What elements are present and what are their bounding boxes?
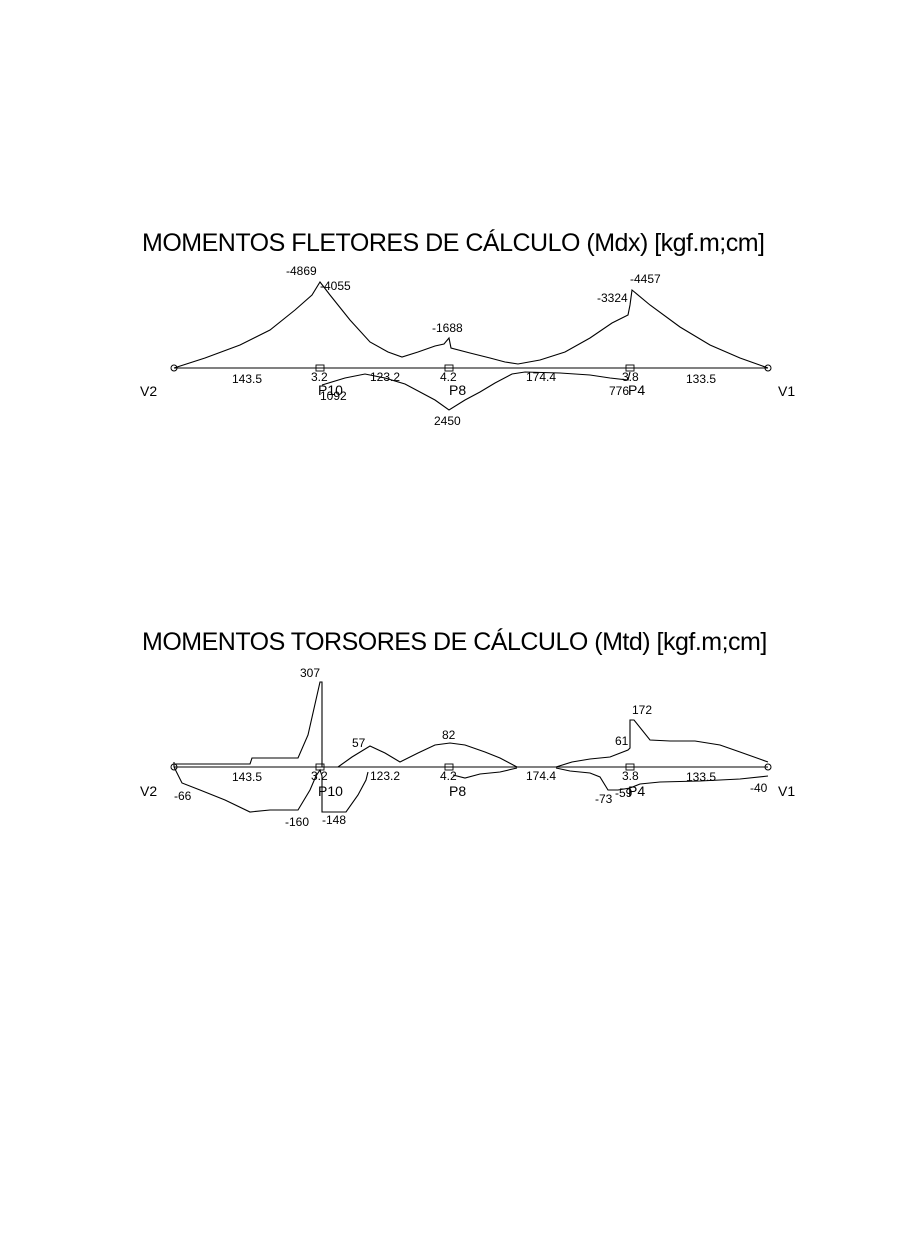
support-label: P4 — [628, 382, 645, 398]
support-marker — [625, 763, 635, 771]
span-length: 133.5 — [686, 770, 716, 784]
span-length: 4.2 — [440, 769, 457, 783]
moment-value: -1688 — [432, 321, 463, 335]
support-label: P8 — [449, 382, 466, 398]
beam-end-node — [764, 763, 772, 771]
span-length: 4.2 — [440, 370, 457, 384]
torsion-value: -160 — [285, 815, 309, 829]
span-length: 3.8 — [622, 769, 639, 783]
negative-moment-curve — [173, 281, 769, 369]
bending-moment-diagram: V2 V1 143.5 3.2 123.2 4.2 174.4 3.8 133.… — [140, 264, 795, 428]
span-length: 3.8 — [622, 370, 639, 384]
torsion-moment-diagram: V2 V1 143.5 3.2 123.2 4.2 174.4 3.8 133.… — [140, 666, 795, 829]
diagram-title-bending: MOMENTOS FLETORES DE CÁLCULO (Mdx) [kgf.… — [142, 229, 765, 257]
torsion-value: 172 — [632, 703, 652, 717]
negative-torsion-curve — [173, 766, 769, 813]
moment-value: 2450 — [434, 414, 461, 428]
torsion-value: 307 — [300, 666, 320, 680]
support-label: P10 — [318, 783, 343, 799]
torsion-value: -40 — [750, 781, 768, 795]
support-marker — [444, 763, 454, 771]
moment-value: -4055 — [320, 279, 351, 293]
torsion-value: 61 — [615, 734, 629, 748]
span-length: 174.4 — [526, 370, 556, 384]
span-length: 3.2 — [311, 769, 328, 783]
moment-value: -4869 — [286, 264, 317, 278]
diagram-title-torsion: MOMENTOS TORSORES DE CÁLCULO (Mtd) [kgf.… — [142, 628, 767, 656]
support-marker — [315, 364, 325, 372]
beam-end-label-left: V2 — [140, 383, 157, 399]
beam-end-label-left: V2 — [140, 783, 157, 799]
span-length: 123.2 — [370, 769, 400, 783]
beam-end-node — [170, 364, 178, 372]
beam-end-node — [764, 364, 772, 372]
torsion-value: -148 — [322, 813, 346, 827]
torsion-value: 82 — [442, 728, 456, 742]
span-length: 123.2 — [370, 370, 400, 384]
torsion-value: -59 — [615, 786, 633, 800]
torsion-value: 57 — [352, 736, 366, 750]
span-length: 143.5 — [232, 372, 262, 386]
span-length: 143.5 — [232, 770, 262, 784]
torsion-value: -66 — [174, 789, 192, 803]
positive-moment-curve — [321, 371, 631, 411]
positive-torsion-curve — [173, 681, 769, 768]
moment-value: 776 — [609, 384, 629, 398]
torsion-value: -73 — [595, 792, 613, 806]
support-marker — [444, 364, 454, 372]
moment-value: 1092 — [320, 389, 347, 403]
beam-end-label-right: V1 — [778, 383, 795, 399]
moment-value: -4457 — [630, 272, 661, 286]
span-length: 174.4 — [526, 769, 556, 783]
support-label: P4 — [628, 783, 645, 799]
support-markers — [315, 364, 635, 372]
support-label: P10 — [318, 382, 343, 398]
span-length: 133.5 — [686, 372, 716, 386]
moment-value: -3324 — [597, 291, 628, 305]
span-length: 3.2 — [311, 370, 328, 384]
beam-end-label-right: V1 — [778, 783, 795, 799]
support-marker — [625, 364, 635, 372]
support-label: P8 — [449, 783, 466, 799]
